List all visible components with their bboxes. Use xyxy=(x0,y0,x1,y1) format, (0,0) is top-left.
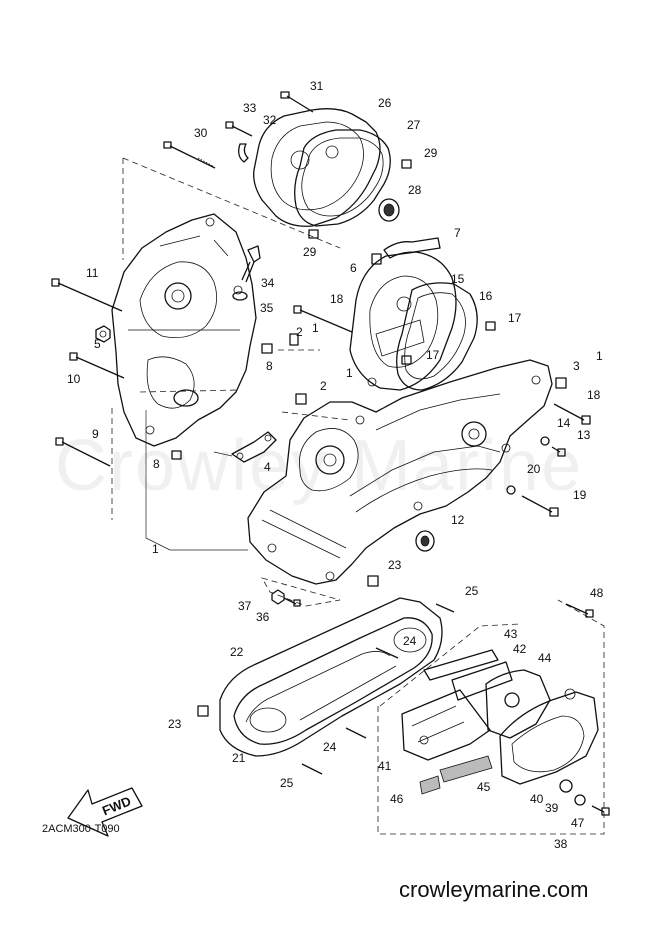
part-callout-17: 17 xyxy=(508,311,522,325)
part-callout-10: 10 xyxy=(67,372,81,386)
part-callout-39: 39 xyxy=(545,801,559,815)
part-callout-21: 21 xyxy=(232,751,246,765)
breather-hose xyxy=(371,237,441,265)
part-callout-44: 44 xyxy=(538,651,552,665)
left-bolts xyxy=(51,278,277,467)
site-url[interactable]: crowleymarine.com xyxy=(399,877,589,902)
part-callout-4: 4 xyxy=(264,460,271,474)
part-callout-18: 18 xyxy=(587,388,601,402)
crankcase-cover-group xyxy=(163,91,412,239)
right-case-cover xyxy=(293,251,496,391)
part-callout-31: 31 xyxy=(310,79,324,93)
part-callout-22: 22 xyxy=(230,645,244,659)
part-callout-43: 43 xyxy=(504,627,518,641)
part-callout-8: 8 xyxy=(153,457,160,471)
part-callout-40: 40 xyxy=(530,792,544,806)
fwd-label: FWD xyxy=(100,793,133,818)
part-callout-24: 24 xyxy=(403,634,417,648)
part-callout-28: 28 xyxy=(408,183,422,197)
part-callout-2: 2 xyxy=(296,325,303,339)
part-callout-23: 23 xyxy=(168,717,182,731)
part-callout-33: 33 xyxy=(243,101,257,115)
part-callout-29: 29 xyxy=(424,146,438,160)
cvt-cover xyxy=(197,575,455,775)
part-callout-20: 20 xyxy=(527,462,541,476)
part-callout-2: 2 xyxy=(320,379,327,393)
part-callout-17: 17 xyxy=(426,348,440,362)
part-callout-37: 37 xyxy=(238,599,252,613)
right-crankcase xyxy=(247,359,553,585)
part-callout-9: 9 xyxy=(92,427,99,441)
part-callout-15: 15 xyxy=(451,272,465,286)
part-callout-34: 34 xyxy=(261,276,275,290)
part-callout-46: 46 xyxy=(390,792,404,806)
part-callout-1: 1 xyxy=(346,366,353,380)
cover-38-assembly xyxy=(377,599,610,835)
part-callout-23: 23 xyxy=(388,558,402,572)
part-callout-3: 3 xyxy=(573,359,580,373)
part-callout-5: 5 xyxy=(94,337,101,351)
part-callout-14: 14 xyxy=(557,416,571,430)
part-callout-12: 12 xyxy=(451,513,465,527)
part-callout-8: 8 xyxy=(266,359,273,373)
right-hardware xyxy=(415,377,591,552)
part-callout-42: 42 xyxy=(513,642,527,656)
part-callout-18: 18 xyxy=(330,292,344,306)
part-callout-48: 48 xyxy=(590,586,604,600)
part-callout-27: 27 xyxy=(407,118,421,132)
left-crankcase xyxy=(111,213,257,447)
part-callout-16: 16 xyxy=(479,289,493,303)
part-callout-1: 1 xyxy=(596,349,603,363)
part-callout-7: 7 xyxy=(454,226,461,240)
part-callout-47: 47 xyxy=(571,816,585,830)
watermark: Crowley Marine xyxy=(55,426,584,506)
part-callout-41: 41 xyxy=(378,759,392,773)
part-callout-35: 35 xyxy=(260,301,274,315)
part-callout-11: 11 xyxy=(86,266,99,280)
part-callout-26: 26 xyxy=(378,96,392,110)
part-callout-29: 29 xyxy=(303,245,317,259)
part-callout-25: 25 xyxy=(280,776,294,790)
part-callout-45: 45 xyxy=(477,780,491,794)
part-callout-1: 1 xyxy=(152,542,159,556)
part-callout-32: 32 xyxy=(263,113,277,127)
part-callout-6: 6 xyxy=(350,261,357,275)
part-callout-13: 13 xyxy=(577,428,591,442)
part-callout-19: 19 xyxy=(573,488,587,502)
part-callout-30: 30 xyxy=(194,126,208,140)
part-callout-24: 24 xyxy=(323,740,337,754)
diagram-code: 2ACM300-T090 xyxy=(42,823,120,835)
part-callout-36: 36 xyxy=(256,610,270,624)
part-callout-25: 25 xyxy=(465,584,479,598)
part-callout-1: 1 xyxy=(312,321,319,335)
part-callout-38: 38 xyxy=(554,837,568,851)
callout-layer: 1111223456788910111213141516171718181920… xyxy=(67,79,604,851)
dipstick xyxy=(232,245,261,301)
